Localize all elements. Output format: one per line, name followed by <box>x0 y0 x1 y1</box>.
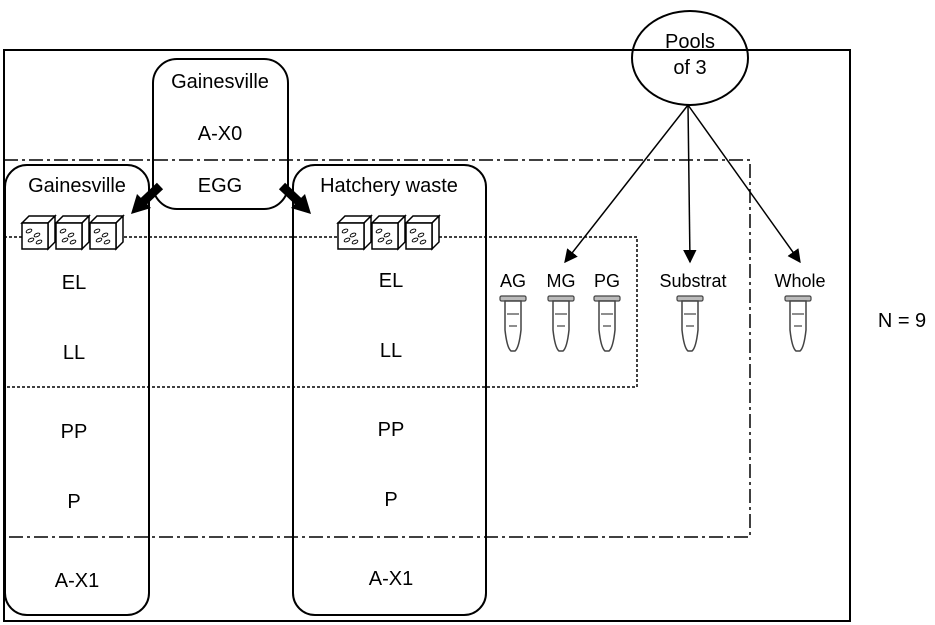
pool-arrow-whole <box>687 104 801 264</box>
outer-frame <box>3 49 851 622</box>
diet-cube-icon <box>370 214 407 251</box>
stage-label: P <box>384 489 397 511</box>
stage-label: PP <box>378 419 405 441</box>
source-box <box>152 58 289 210</box>
microtube-icon <box>547 295 575 352</box>
transfer-arrow-icon <box>278 182 311 214</box>
source-generation: A-X0 <box>198 123 242 145</box>
pool-label-line2: of 3 <box>673 57 706 79</box>
dotted-region <box>4 236 638 388</box>
microtube-icon <box>784 295 812 352</box>
microtube-icon <box>499 295 527 352</box>
stage-label: EL <box>379 270 403 292</box>
stage-label: PP <box>61 421 88 443</box>
diet-cube-icon <box>54 214 91 251</box>
sample-label-ag: AG <box>500 271 526 291</box>
sample-label-mg: MG <box>547 271 576 291</box>
stage-label: P <box>67 491 80 513</box>
microtube-icon <box>593 295 621 352</box>
diet-cube-icon <box>20 214 57 251</box>
sample-label-whole: Whole <box>774 271 825 291</box>
sample-size-label: N = 9 <box>878 310 926 332</box>
column-box-gainesville <box>4 164 150 616</box>
stage-label: LL <box>380 340 402 362</box>
stage-label: A-X1 <box>55 570 99 592</box>
microtube-icon <box>676 295 704 352</box>
pool-label-line1: Pools <box>665 31 715 53</box>
tube-group <box>499 295 812 352</box>
diet-cube-group-right <box>336 214 441 251</box>
sample-label-pg: PG <box>594 271 620 291</box>
pool-ellipse <box>631 10 749 106</box>
column-title-hatchery-waste: Hatchery waste <box>320 175 458 197</box>
diet-cube-group-left <box>20 214 125 251</box>
diet-cube-icon <box>404 214 441 251</box>
diet-cube-icon <box>88 214 125 251</box>
column-box-hatchery-waste <box>292 164 487 616</box>
column-title-gainesville: Gainesville <box>28 175 126 197</box>
transfer-arrow-icon <box>131 182 164 214</box>
diet-cube-icon <box>336 214 373 251</box>
stage-label: A-X1 <box>369 568 413 590</box>
dash-dot-region <box>4 159 751 538</box>
source-stage: EGG <box>198 175 242 197</box>
pool-arrow-gut <box>564 104 689 264</box>
source-title: Gainesville <box>171 71 269 93</box>
pool-arrow-substrate <box>683 104 697 264</box>
stage-label: EL <box>62 272 86 294</box>
stage-label: LL <box>63 342 85 364</box>
sample-label-substrate: Substrat <box>659 271 726 291</box>
